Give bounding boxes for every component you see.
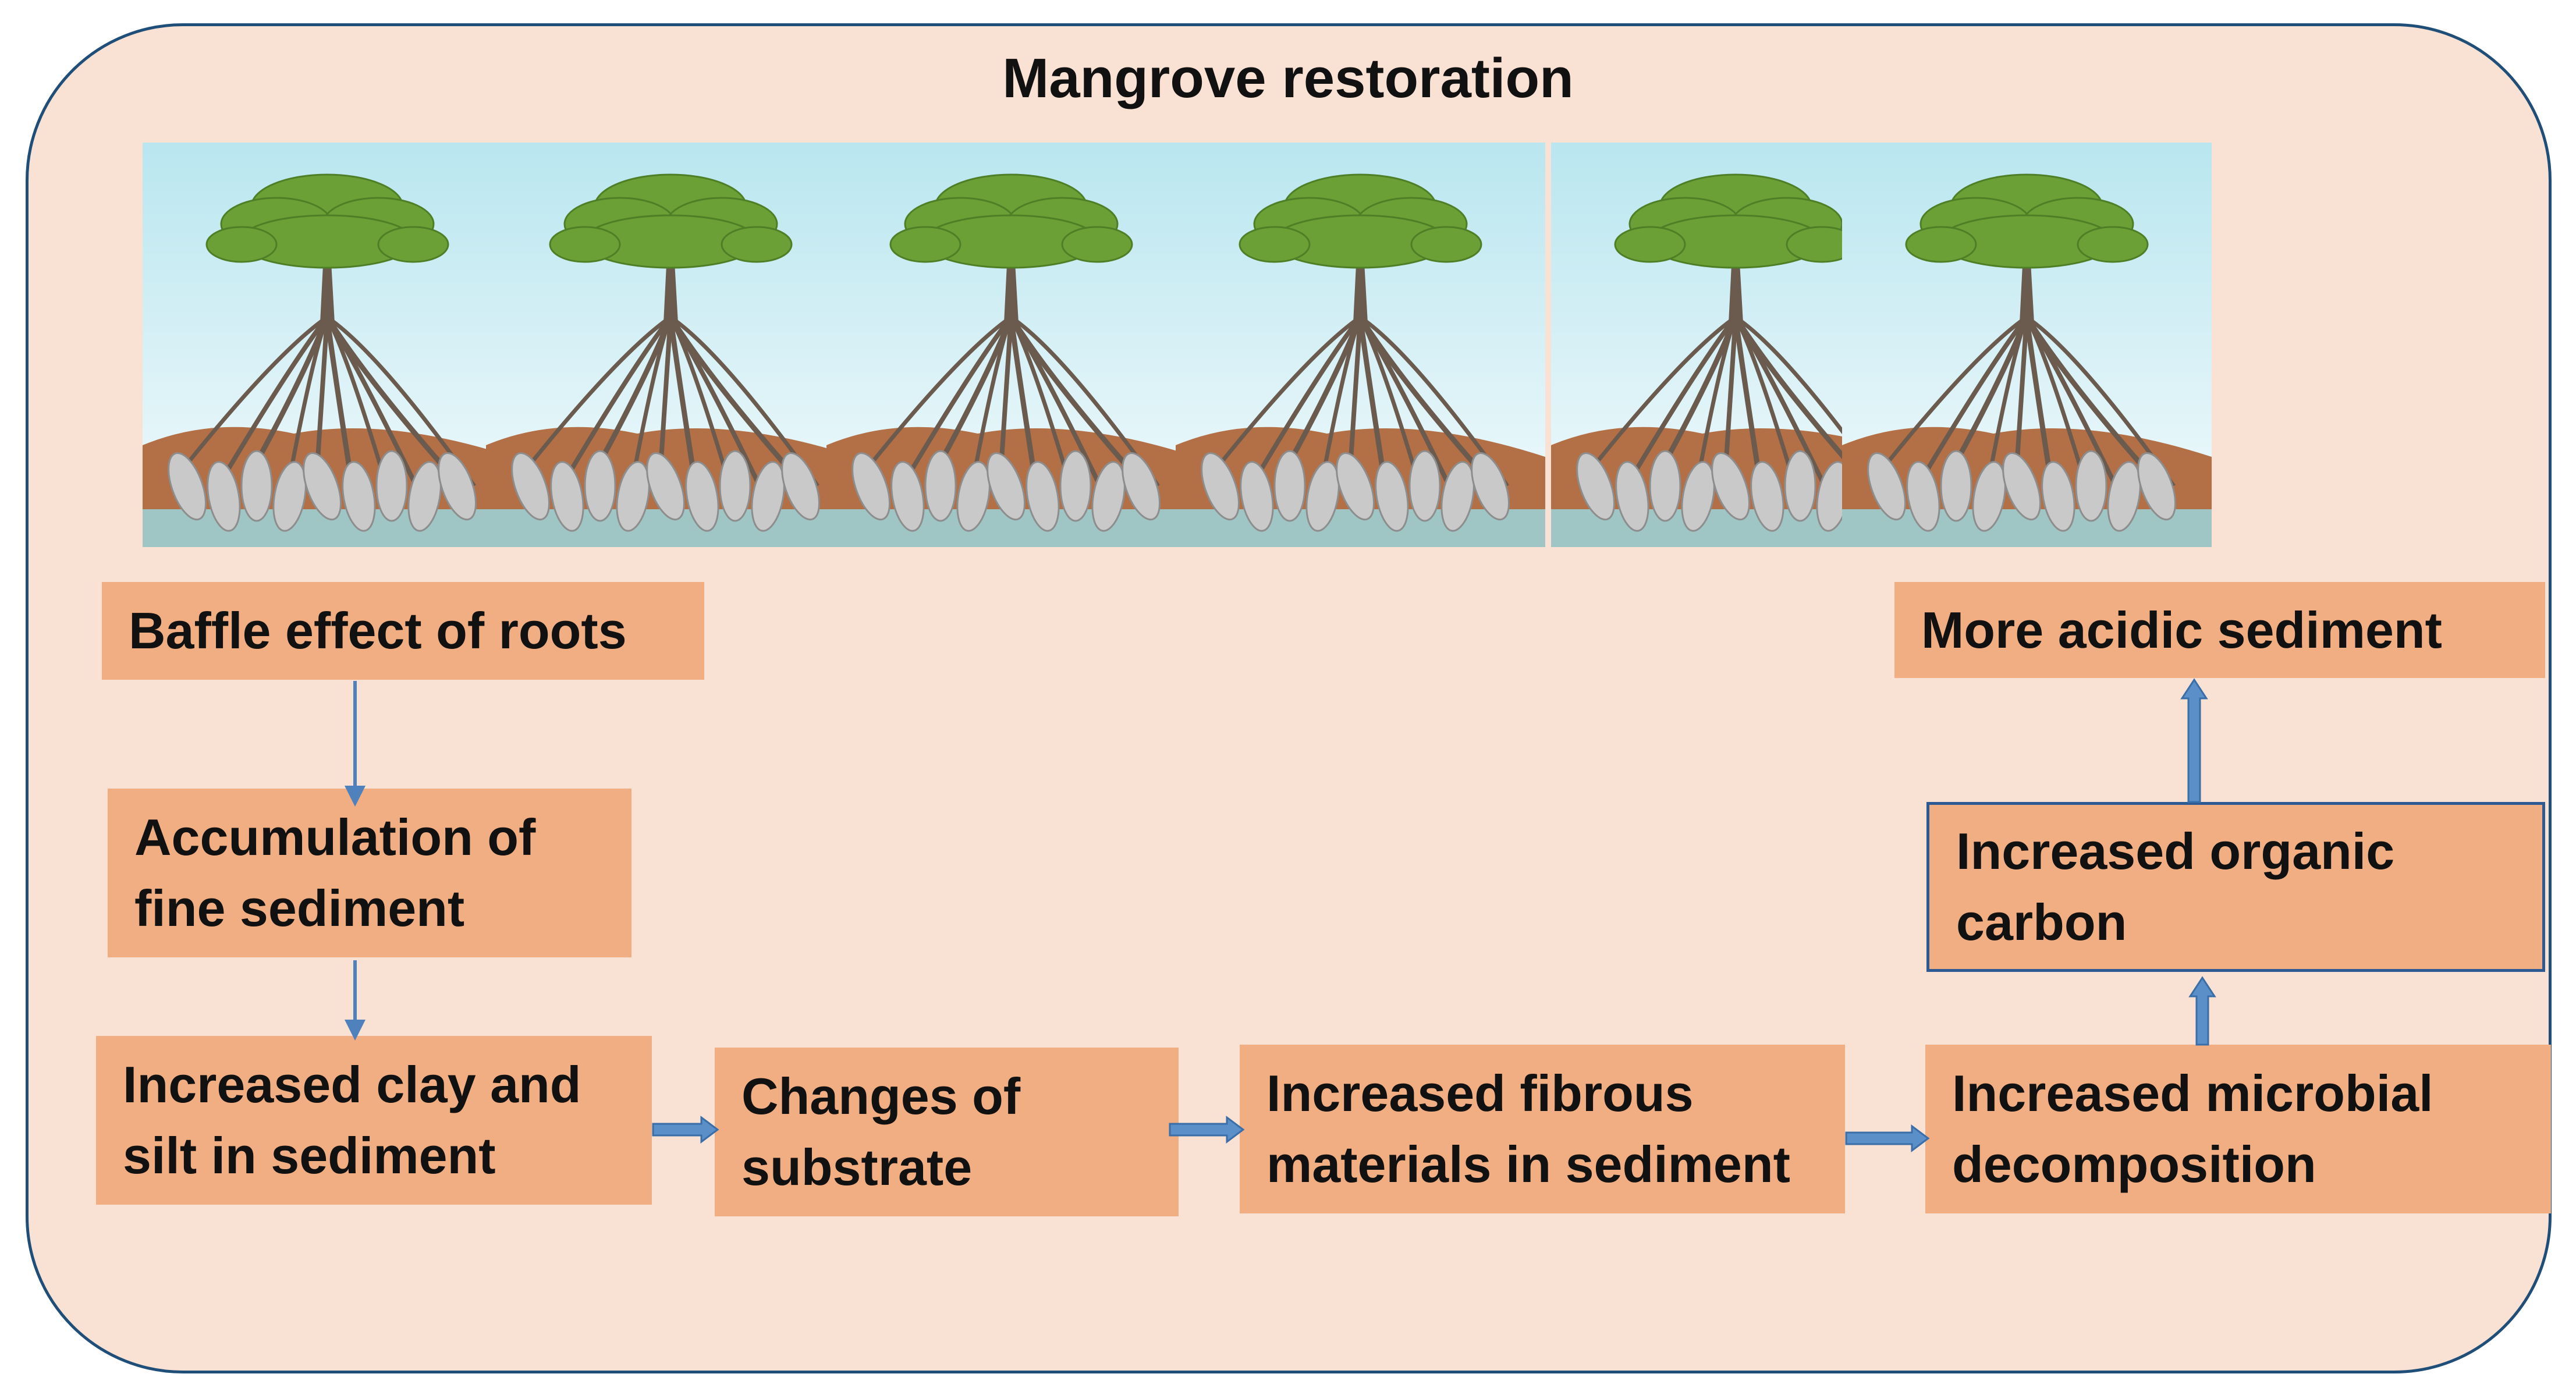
box-clay-silt-line-1: Increased clay and	[123, 1056, 581, 1113]
box-substrate-line-1: Changes of	[741, 1067, 1021, 1125]
box-acidic-sediment: More acidic sediment	[1894, 582, 2545, 678]
box-organic-carbon-line-2: carbon	[1956, 893, 2127, 951]
box-clay-silt-line-2: silt in sediment	[123, 1127, 496, 1184]
mangrove-illustration-3	[826, 143, 1196, 547]
box-clay-silt: Increased clay and silt in sediment	[96, 1036, 652, 1205]
box-accumulation-line-1: Accumulation of	[134, 808, 536, 866]
box-accumulation: Accumulation of fine sediment	[108, 789, 631, 957]
mangrove-illustration-4	[1176, 143, 1545, 547]
box-fibrous-line-2: materials in sediment	[1266, 1135, 1790, 1193]
box-acidic-sediment-text: More acidic sediment	[1921, 601, 2442, 659]
mangrove-illustration-1	[143, 143, 512, 547]
box-microbial-line-1: Increased microbial	[1952, 1064, 2433, 1122]
box-fibrous-line-1: Increased fibrous	[1266, 1064, 1694, 1122]
box-fibrous: Increased fibrous materials in sediment	[1240, 1045, 1845, 1213]
diagram-title: Mangrove restoration	[1002, 47, 1574, 109]
box-microbial: Increased microbial decomposition	[1925, 1045, 2551, 1213]
box-accumulation-line-2: fine sediment	[134, 879, 465, 937]
box-substrate: Changes of substrate	[715, 1048, 1179, 1216]
box-substrate-line-2: substrate	[741, 1138, 973, 1196]
mangrove-illustration-2	[486, 143, 856, 547]
box-microbial-line-2: decomposition	[1952, 1135, 2316, 1193]
box-organic-carbon: Increased organic carbon	[1926, 802, 2545, 972]
box-baffle-effect: Baffle effect of roots	[102, 582, 704, 680]
box-organic-carbon-line-1: Increased organic	[1956, 822, 2395, 880]
mangrove-illustration-6	[1842, 143, 2212, 547]
box-baffle-effect-text: Baffle effect of roots	[129, 602, 627, 659]
